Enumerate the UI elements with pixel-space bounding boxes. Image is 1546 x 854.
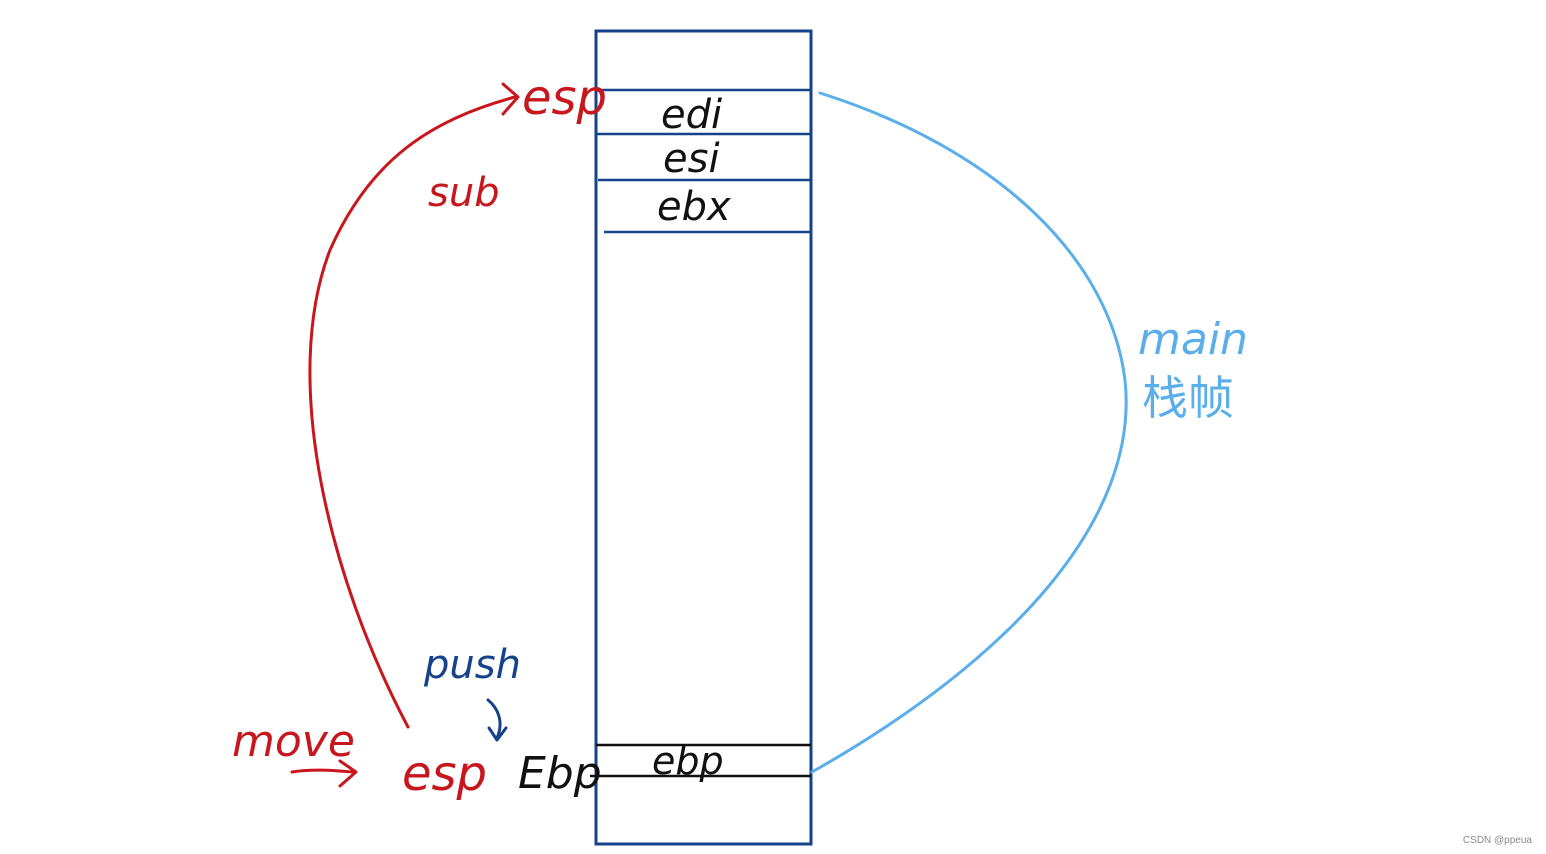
- slot-ebp-label: ebp: [652, 739, 724, 783]
- watermark: CSDN @ppeua: [1462, 835, 1532, 846]
- stack-column: [594, 29, 813, 846]
- esp-bottom-label: esp: [402, 746, 487, 802]
- main-frame-label-line2: 栈帧: [1142, 371, 1234, 425]
- sub-arc: [308, 95, 517, 729]
- ebp-pointer-label: Ebp: [518, 748, 602, 799]
- esp-top-label: esp: [522, 70, 607, 126]
- slot-edi-label: edi: [661, 92, 722, 138]
- move-arrow: [290, 768, 354, 774]
- push-label: push: [423, 642, 521, 688]
- sub-label: sub: [428, 170, 500, 216]
- main-frame-bracket: [810, 91, 1128, 774]
- move-label: move: [232, 716, 355, 767]
- slot-esi-label: esi: [663, 136, 720, 182]
- move-arrow-head: [338, 759, 358, 788]
- push-arrow: [486, 698, 502, 740]
- main-frame-label-line1: main: [1138, 314, 1248, 365]
- push-arrow-head: [487, 726, 508, 742]
- sub-arc-head: [501, 82, 520, 116]
- slot-ebx-label: ebx: [657, 184, 731, 230]
